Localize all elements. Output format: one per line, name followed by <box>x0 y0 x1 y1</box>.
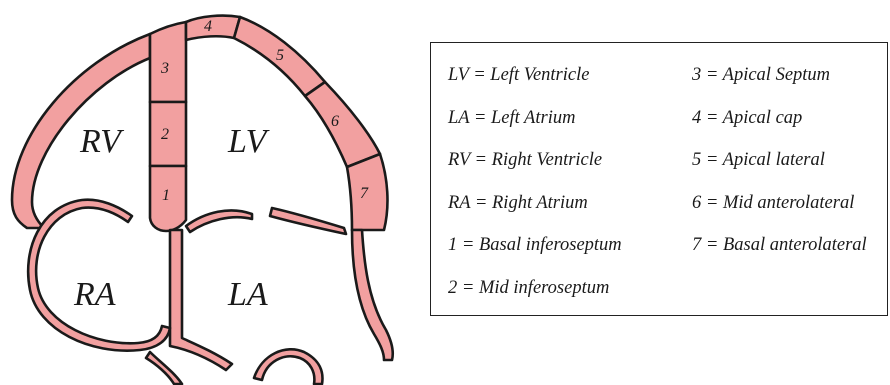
legend-box: LV = Left Ventricle LA = Left Atrium RV … <box>430 42 888 316</box>
ra-lower-wall <box>146 352 182 384</box>
legend-item-segment-2: 2 = Mid inferoseptum <box>448 274 688 317</box>
four-chamber-view: RV LV RA LA 1 2 3 4 5 6 7 <box>0 0 420 385</box>
segment-4 <box>186 16 240 40</box>
label-rv: RV <box>79 123 125 160</box>
legend-item-segment-1: 1 = Basal inferoseptum <box>448 231 688 274</box>
legend-item-ra: RA = Right Atrium <box>448 189 688 232</box>
legend-item-lv: LV = Left Ventricle <box>448 61 688 104</box>
label-la: LA <box>227 276 268 313</box>
interatrial-septum <box>170 230 232 370</box>
heart-diagram: RV LV RA LA 1 2 3 4 5 6 7 <box>0 0 420 385</box>
label-ra: RA <box>73 276 116 313</box>
legend-right-column: 3 = Apical Septum 4 = Apical cap 5 = Api… <box>692 61 884 274</box>
segment-3-number: 3 <box>160 60 169 77</box>
segment-4-number: 4 <box>204 18 212 35</box>
segment-6-number: 6 <box>331 113 339 130</box>
legend-item-segment-4: 4 = Apical cap <box>692 104 884 147</box>
legend-item-rv: RV = Right Ventricle <box>448 146 688 189</box>
segment-1-number: 1 <box>162 187 170 204</box>
pulmonary-vein <box>254 349 322 384</box>
legend-left-column: LV = Left Ventricle LA = Left Atrium RV … <box>448 61 688 317</box>
legend-item-segment-7: 7 = Basal anterolateral <box>692 231 884 274</box>
legend-item-segment-3: 3 = Apical Septum <box>692 61 884 104</box>
legend-item-la: LA = Left Atrium <box>448 104 688 147</box>
segment-6 <box>305 82 380 167</box>
segment-7-number: 7 <box>360 185 369 202</box>
segment-5-number: 5 <box>276 47 284 64</box>
mitral-septal-leaflet <box>186 210 252 232</box>
la-lateral-wall <box>352 230 393 360</box>
mitral-lateral-leaflet <box>270 208 346 234</box>
segment-2-number: 2 <box>161 126 169 143</box>
label-lv: LV <box>227 123 271 160</box>
legend-item-segment-5: 5 = Apical lateral <box>692 146 884 189</box>
legend-item-segment-6: 6 = Mid anterolateral <box>692 189 884 232</box>
